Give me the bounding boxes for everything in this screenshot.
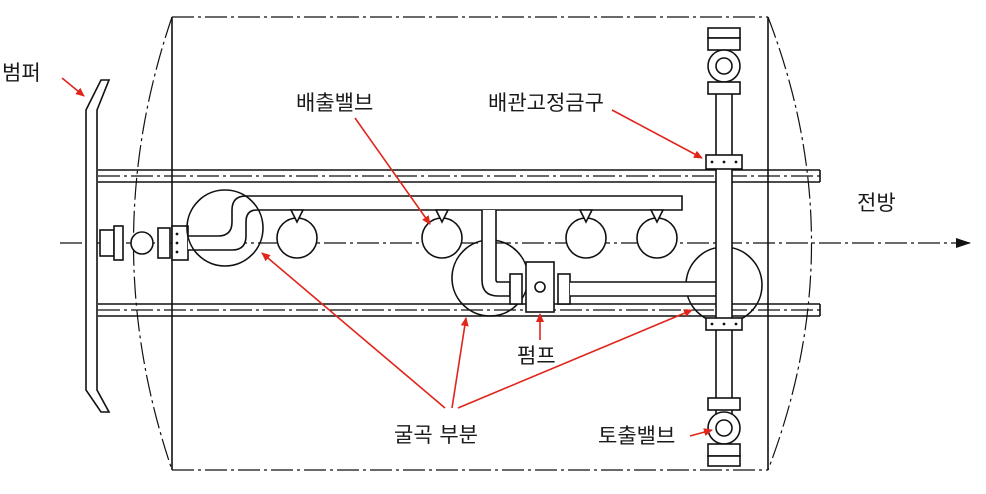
bottom-outlet-valve xyxy=(707,397,741,467)
bumper-shape xyxy=(85,79,111,413)
rear-connection xyxy=(99,225,189,261)
front-outlet-pipe xyxy=(705,84,743,431)
top-outlet-valve xyxy=(707,27,741,95)
pump-pipe xyxy=(481,210,726,313)
bend-circle-rear xyxy=(186,189,264,267)
frame-rails xyxy=(98,169,821,317)
compartment-valves xyxy=(276,209,678,259)
callout-arrows xyxy=(61,77,713,437)
pump-label: 펌프 xyxy=(517,344,556,368)
forward-label: 전방 xyxy=(857,191,896,215)
discharge-valve-label: 배출밸브 xyxy=(296,91,373,115)
manifold-pipe xyxy=(188,195,683,251)
pipe-bracket-label: 배관고정금구 xyxy=(488,91,604,115)
bumper-label: 범퍼 xyxy=(2,61,41,85)
outlet-valve-label: 토출밸브 xyxy=(598,424,675,448)
bend-section-label: 굴곡 부분 xyxy=(394,423,478,447)
